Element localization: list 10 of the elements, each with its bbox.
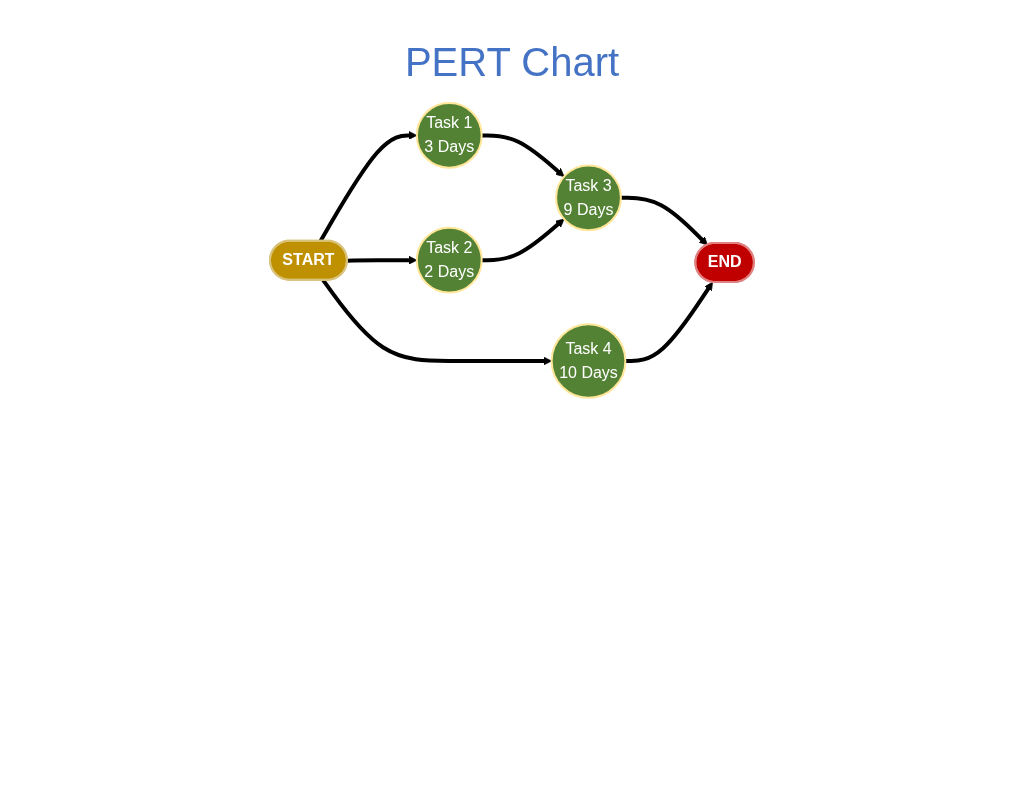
chart-title: PERT Chart	[403, 40, 621, 85]
node-circle: Task 2 2 Days	[415, 226, 483, 294]
node-circle: Task 3 9 Days	[555, 164, 622, 232]
arrow	[481, 133, 565, 177]
arrow	[481, 218, 565, 263]
node-circle: Task 1 3 Days	[415, 102, 483, 169]
arrow	[625, 281, 713, 363]
arrow	[347, 255, 418, 265]
node-circle: Task 4 10 Days	[550, 323, 627, 399]
arrow	[620, 195, 708, 246]
